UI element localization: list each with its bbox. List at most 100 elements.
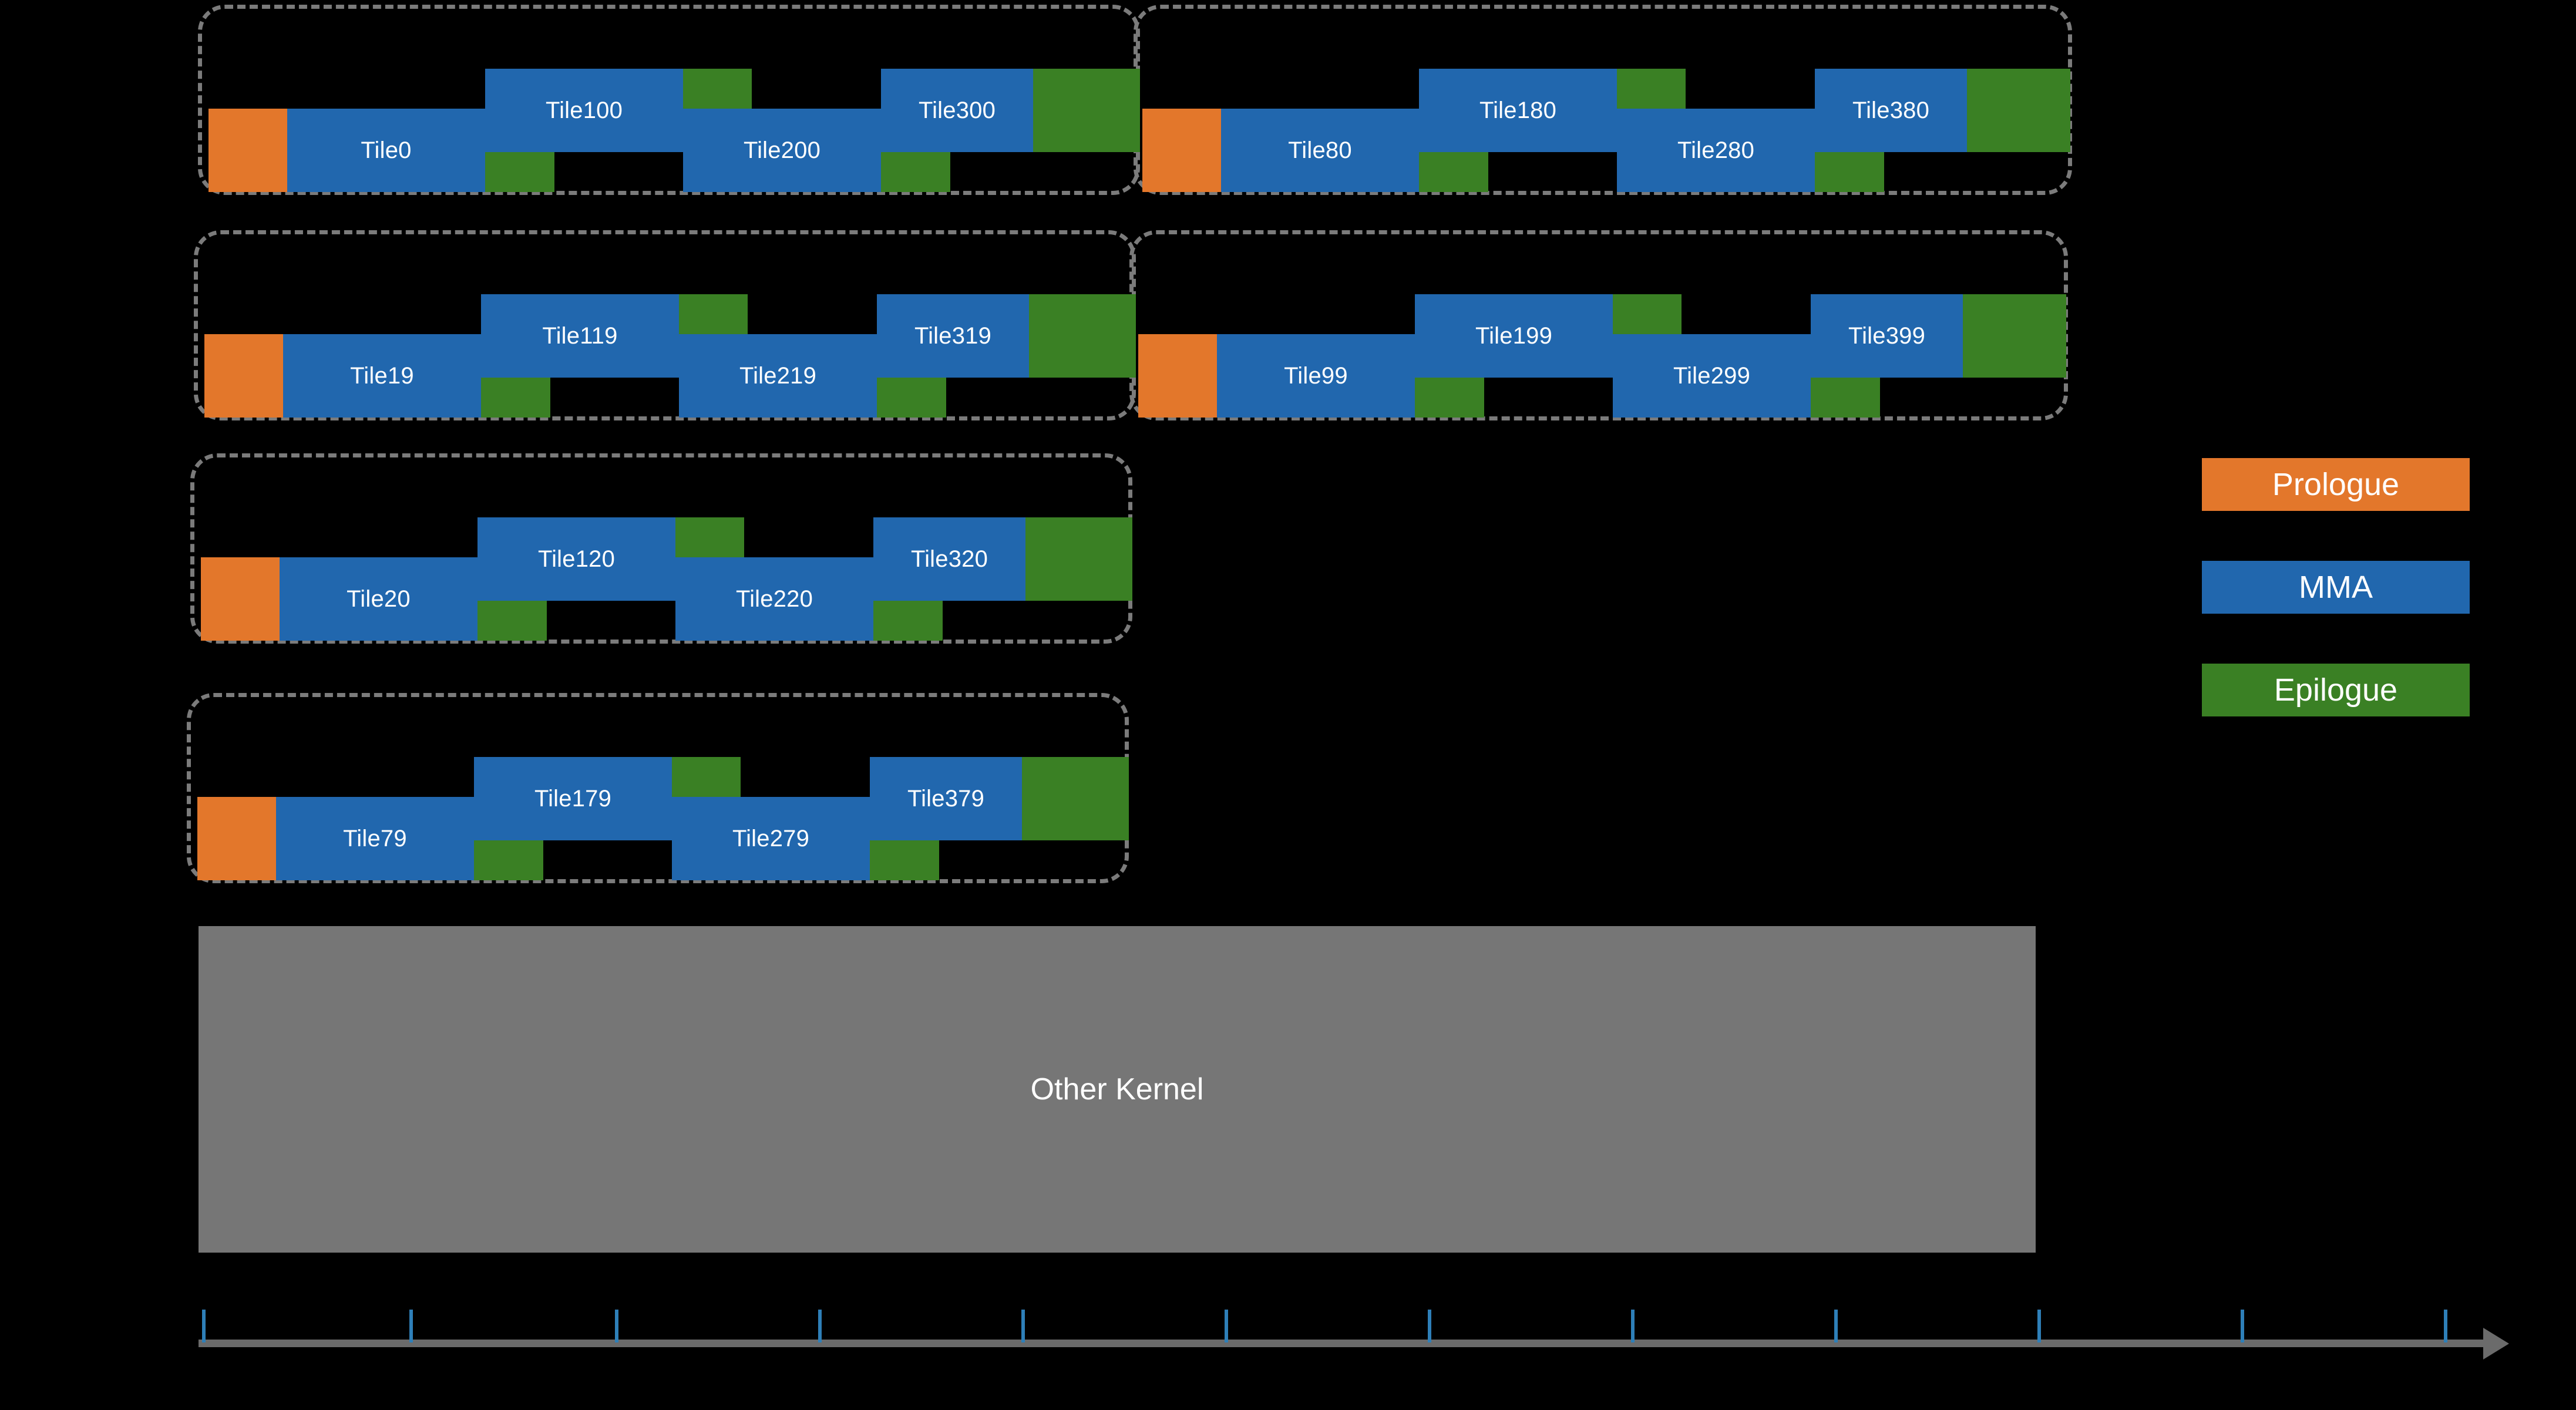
mma-block: Tile319 [877,294,1029,378]
axis-tick [1631,1310,1635,1342]
tile-label: Tile199 [1475,323,1553,349]
mma-block: Tile20 [280,557,477,641]
mma-block: Tile80 [1221,109,1419,192]
epilogue-block [1022,757,1129,840]
mma-block: Tile379 [870,757,1022,840]
epilogue-block [870,837,939,880]
tile-label: Tile220 [735,586,813,612]
tile-label: Tile280 [1677,137,1755,163]
other-kernel-label: Other Kernel [1030,1072,1204,1106]
epilogue-block [485,149,554,192]
tile-label: Tile120 [537,546,616,572]
tile-label: Tile179 [534,786,612,812]
prologue-block [204,334,283,418]
mma-block: Tile219 [679,334,877,418]
epilogue-block [474,837,543,880]
axis-tick [818,1310,822,1342]
legend-label: Prologue [2272,467,2400,502]
mma-block: Tile320 [873,517,1025,601]
epilogue-block [1033,69,1140,152]
epilogue-block [481,374,550,418]
mma-block: Tile180 [1419,69,1617,152]
legend-label: Epilogue [2274,672,2398,708]
epilogue-block [1967,69,2070,152]
mma-block: Tile79 [276,797,474,880]
epilogue-block [873,597,943,641]
legend-item-prologue[interactable]: Prologue [2202,458,2470,511]
epilogue-block [877,374,946,418]
epilogue-block [1025,517,1132,601]
epilogue-block [1415,374,1484,418]
prologue-block [201,557,280,641]
mma-block: Tile0 [287,109,485,192]
mma-block: Tile200 [683,109,881,192]
epilogue-block [1613,294,1682,338]
mma-block: Tile119 [481,294,679,378]
axis-tick [202,1310,206,1342]
legend-item-mma[interactable]: MMA [2202,561,2470,614]
mma-block: Tile299 [1613,334,1811,418]
epilogue-block [679,294,748,338]
mma-block: Tile99 [1217,334,1415,418]
legend-label: MMA [2299,570,2373,605]
epilogue-block [477,597,547,641]
epilogue-block [1963,294,2066,378]
other-kernel-block: Other Kernel [199,926,2036,1253]
mma-block: Tile19 [283,334,481,418]
epilogue-block [1029,294,1136,378]
tile-label: Tile99 [1284,363,1348,389]
tile-label: Tile80 [1288,137,1352,163]
axis-tick [2241,1310,2244,1342]
mma-block: Tile220 [675,557,873,641]
mma-block: Tile100 [485,69,683,152]
prologue-block [208,109,287,192]
mma-block: Tile279 [672,797,870,880]
epilogue-block [675,517,744,561]
legend-item-epilogue[interactable]: Epilogue [2202,664,2470,716]
epilogue-block [1815,149,1884,192]
tile-label: Tile219 [739,363,817,389]
axis-tick [2444,1310,2447,1342]
epilogue-block [1419,149,1488,192]
epilogue-block [1811,374,1880,418]
mma-block: Tile199 [1415,294,1613,378]
tile-label: Tile200 [743,137,821,163]
prologue-block [1138,334,1217,418]
axis-tick [1225,1310,1228,1342]
tile-label: Tile320 [910,546,988,572]
tile-label: Tile100 [545,97,623,123]
tile-label: Tile380 [1852,97,1930,123]
prologue-block [197,797,276,880]
tile-label: Tile79 [343,826,407,852]
axis-tick [1021,1310,1025,1342]
time-axis-arrowhead [2483,1328,2509,1359]
epilogue-block [1617,69,1686,112]
axis-tick [2037,1310,2041,1342]
epilogue-block [672,757,741,800]
epilogue-block [683,69,752,112]
axis-tick [615,1310,618,1342]
tile-label: Tile399 [1848,323,1926,349]
tile-label: Tile19 [350,363,414,389]
time-axis-line [199,1340,2483,1347]
epilogue-block [881,149,950,192]
tile-label: Tile279 [732,826,810,852]
mma-block: Tile280 [1617,109,1815,192]
tile-label: Tile20 [347,586,411,612]
axis-tick [409,1310,413,1342]
axis-tick [1834,1310,1838,1342]
mma-block: Tile300 [881,69,1033,152]
axis-tick [1428,1310,1431,1342]
prologue-block [1142,109,1221,192]
tile-label: Tile299 [1673,363,1751,389]
tile-label: Tile300 [918,97,996,123]
tile-label: Tile0 [361,137,412,163]
mma-block: Tile120 [477,517,675,601]
tile-label: Tile319 [914,323,992,349]
tile-label: Tile180 [1479,97,1557,123]
tile-label: Tile119 [542,323,618,349]
mma-block: Tile380 [1815,69,1967,152]
mma-block: Tile179 [474,757,672,840]
mma-block: Tile399 [1811,294,1963,378]
